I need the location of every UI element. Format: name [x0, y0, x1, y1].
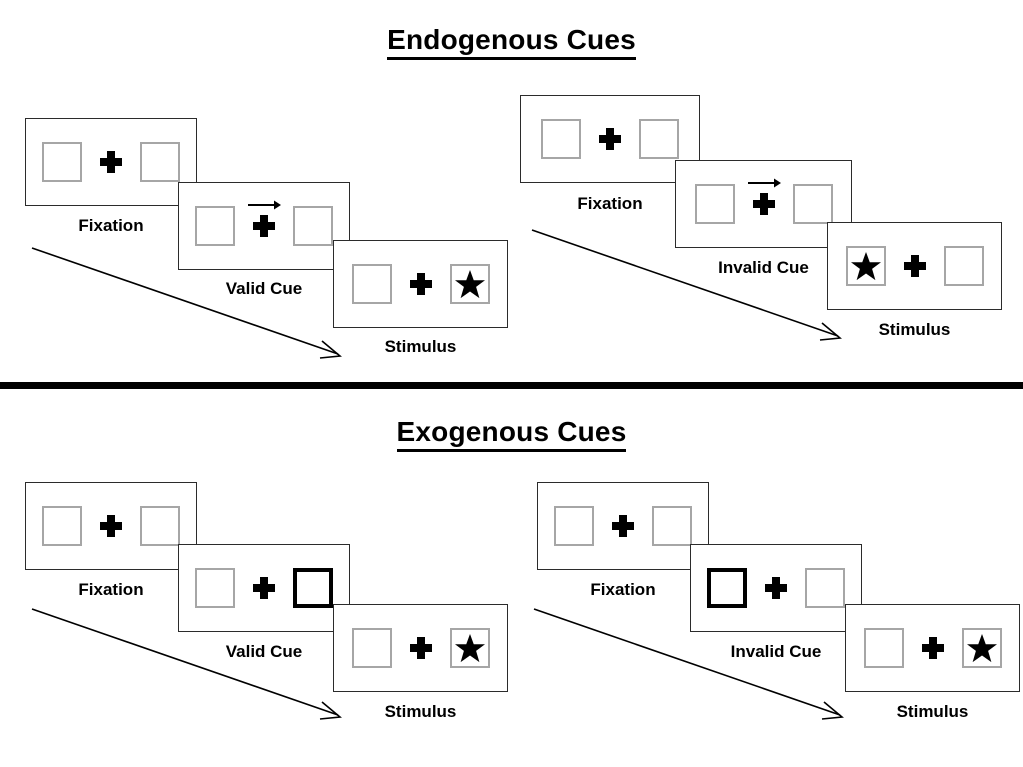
right-box [652, 506, 692, 546]
section-divider [0, 382, 1023, 389]
left-box [863, 628, 904, 668]
fixation-cross-icon [765, 577, 787, 599]
panel-content [195, 200, 333, 246]
left-box [541, 119, 581, 159]
right-box [792, 184, 833, 224]
right-box-target [449, 264, 490, 304]
fixation-cross-icon [253, 577, 275, 599]
panel-stimulus[interactable] [845, 604, 1020, 692]
panel-content [845, 246, 984, 286]
right-box [639, 119, 679, 159]
fixation-cross-icon [903, 255, 926, 277]
section-title-endogenous: Endogenous Cues [0, 24, 1023, 60]
panel-content [707, 568, 845, 608]
panel-label-invalid-cue: Invalid Cue [718, 258, 809, 277]
right-box [140, 506, 180, 546]
panel-content [42, 506, 180, 546]
left-box [42, 506, 82, 546]
left-box [42, 142, 82, 182]
panel-stimulus[interactable] [827, 222, 1002, 310]
left-box [554, 506, 594, 546]
fixation-cross-icon [921, 637, 944, 659]
right-box-target [449, 628, 490, 668]
sequence-exogenous-valid: Fixation Valid Cue Stimulus [0, 392, 520, 767]
panel-label-fixation: Fixation [590, 580, 656, 599]
sequence-endogenous-valid: Fixation Valid Cue [0, 0, 520, 390]
panel-label-stimulus: Stimulus [896, 702, 969, 721]
panel-fixation[interactable] [520, 95, 700, 183]
fixation-cross-icon [612, 515, 634, 537]
right-box-cued [293, 568, 333, 608]
panel-label-stimulus: Stimulus [878, 320, 951, 339]
arrow-right-cue-icon [247, 199, 281, 211]
fixation-cross-icon [409, 637, 432, 659]
panel-label-valid-cue: Valid Cue [225, 279, 303, 298]
panel-content [195, 568, 333, 608]
fixation-cross-icon [100, 151, 122, 173]
arrow-right-cue-icon [747, 177, 781, 189]
left-box [195, 568, 235, 608]
left-box [351, 628, 392, 668]
panel-label-fixation: Fixation [577, 194, 643, 213]
panel-content [351, 264, 490, 304]
panel-invalid-cue[interactable] [675, 160, 852, 248]
right-box-target [961, 628, 1002, 668]
panel-content [863, 628, 1002, 668]
sequence-exogenous-invalid: Fixation Invalid Cue Stimulus [512, 392, 1023, 767]
panel-content [351, 628, 490, 668]
panel-label-stimulus: Stimulus [384, 337, 457, 356]
panel-stimulus[interactable] [333, 240, 508, 328]
right-box [943, 246, 984, 286]
section-title-exogenous-text: Exogenous Cues [396, 416, 627, 452]
right-box [140, 142, 180, 182]
sequence-endogenous-invalid: Fixation Invalid Cue [512, 0, 1023, 390]
section-title-endogenous-text: Endogenous Cues [387, 24, 636, 60]
panel-content [694, 178, 833, 224]
left-box [351, 264, 392, 304]
panel-stimulus[interactable] [333, 604, 508, 692]
right-box [293, 206, 333, 246]
left-box [195, 206, 235, 246]
panel-fixation[interactable] [537, 482, 709, 570]
fixation-cross-icon [409, 273, 432, 295]
panel-invalid-cue[interactable] [690, 544, 862, 632]
star-icon [454, 269, 485, 299]
star-icon [966, 633, 997, 663]
panel-label-stimulus: Stimulus [384, 702, 457, 721]
panel-content [554, 506, 692, 546]
panel-label-fixation: Fixation [78, 580, 144, 599]
star-icon [850, 251, 881, 281]
panel-valid-cue[interactable] [178, 544, 350, 632]
panel-content [42, 142, 180, 182]
panel-label-valid-cue: Valid Cue [225, 642, 303, 661]
left-box-cued [707, 568, 747, 608]
panel-label-invalid-cue: Invalid Cue [730, 642, 822, 661]
panel-fixation[interactable] [25, 118, 197, 206]
panel-valid-cue[interactable] [178, 182, 350, 270]
left-box-target [845, 246, 886, 286]
fixation-cross-icon [248, 200, 281, 237]
panel-content [541, 119, 679, 159]
panel-fixation[interactable] [25, 482, 197, 570]
section-endogenous-cues: Endogenous Cues Fixation [0, 0, 1023, 390]
section-title-exogenous: Exogenous Cues [0, 416, 1023, 452]
panel-label-fixation: Fixation [78, 216, 144, 235]
fixation-cross-icon [599, 128, 621, 150]
fixation-cross-icon [747, 178, 781, 215]
right-box [805, 568, 845, 608]
star-icon [454, 633, 485, 663]
left-box [694, 184, 735, 224]
fixation-cross-icon [100, 515, 122, 537]
